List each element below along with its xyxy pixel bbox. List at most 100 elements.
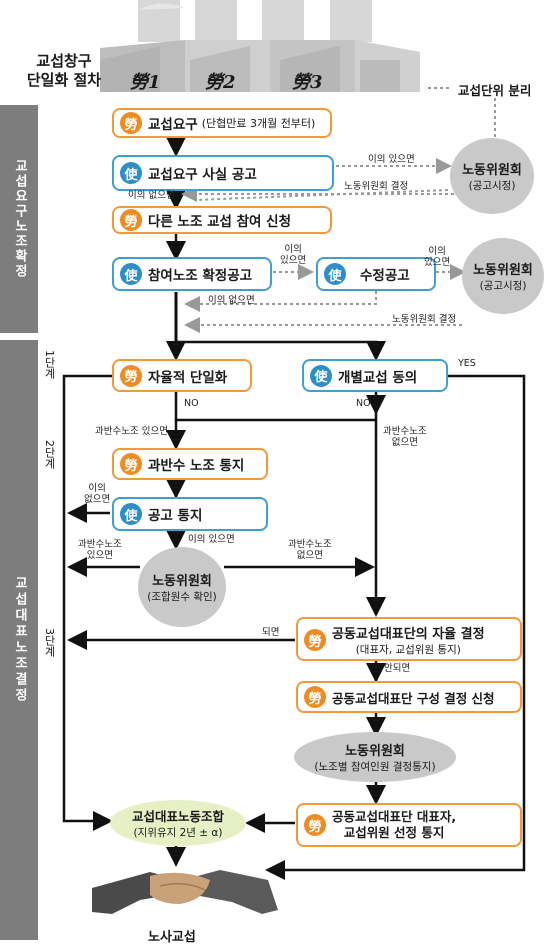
public-notice-label: 공고 통지 — [148, 508, 203, 524]
edge-label-no-2: NO — [356, 398, 371, 409]
node-other-union-apply: 勞 다른 노조 교섭 참여 신청 — [112, 206, 332, 234]
labor-committee-circle-4: 노동위원회 (노조별 참여인원 결정통지) — [294, 732, 456, 782]
labor-badge-icon: 勞 — [304, 629, 326, 651]
bargain-request-note: (단협만료 3개월 전부터) — [201, 117, 316, 130]
node-public-notice: 使 공고 통지 — [112, 497, 268, 531]
committee-4-title: 노동위원회 — [345, 744, 405, 759]
edge-label-done: 되면 — [262, 627, 280, 638]
edge-label-objection-no-1: 이의 없으면 — [128, 190, 175, 201]
node-voluntary-unification: 勞 자율적 단일화 — [112, 359, 252, 392]
edge-label-objection-yes-3: 이의 있으면 — [424, 246, 450, 268]
voluntary-unification-label: 자율적 단일화 — [148, 369, 228, 386]
union-label-2: 勞2 — [205, 72, 236, 93]
union-label-3: 勞3 — [292, 72, 323, 93]
majority-no-1-line2: 없으면 — [391, 437, 418, 448]
rep-union-label: 교섭대표노동조합 — [131, 809, 224, 824]
edge-label-not-done: 안되면 — [384, 663, 411, 674]
employer-badge-icon: 使 — [120, 162, 142, 184]
employer-badge-icon: 使 — [310, 364, 332, 387]
majority-yes-2-line2: 있으면 — [86, 550, 113, 561]
edge-label-objection-yes-4: 이의 있으면 — [188, 534, 235, 545]
committee-1-title: 노동위원회 — [462, 163, 522, 178]
joint-team-notify-line2: 교섭위원 선정 통지 — [343, 825, 445, 840]
edge-label-majority-no-2: 과반수노조 없으면 — [288, 539, 332, 561]
edge-label-committee-decision-2: 노동위원회 결정 — [392, 314, 457, 325]
edge-label-objection-no-3: 이의 없으면 — [84, 483, 110, 505]
node-participation-notice: 使 참여노조 확정공고 — [112, 257, 272, 291]
request-notice-label: 교섭요구 사실 공고 — [148, 167, 257, 183]
majority-yes-2-line1: 과반수노조 — [78, 539, 122, 550]
committee-4-sub: (노조별 참여인원 결정통지) — [314, 761, 436, 773]
majority-notice-label: 과반수 노조 통지 — [148, 458, 245, 474]
stage-3-text: 3단계 — [43, 628, 56, 657]
node-majority-notice: 勞 과반수 노조 통지 — [112, 448, 268, 480]
edge-label-majority-yes-2: 과반수노조 있으면 — [78, 539, 122, 561]
objection-no-3-line1: 이의 — [88, 483, 106, 494]
node-revision-notice: 使 수정공고 — [316, 257, 436, 291]
stage-label-3: 3단계 — [43, 628, 56, 660]
node-rep-union: 교섭대표노동조합 (지위유지 2년 ± α) — [110, 800, 246, 846]
edge-label-no-1: NO — [184, 398, 199, 409]
node-joint-team-notify: 勞 공동교섭대표단 대표자, 교섭위원 선정 통지 — [296, 803, 522, 847]
stage-label-1: 1단계 — [43, 350, 56, 382]
sidebar-section-2: 교섭대표노조결정 — [0, 340, 38, 940]
employer-badge-icon: 使 — [120, 503, 142, 525]
labor-committee-circle-2: 노동위원회 (공고시정) — [462, 238, 544, 314]
node-joint-team-apply: 勞 공동교섭대표단 구성 결정 신청 — [296, 681, 522, 713]
objection-yes-2-line1: 이의 — [284, 244, 302, 255]
sidebar-section-2-label: 교섭대표노조결정 — [12, 576, 27, 704]
handshake-illustration — [92, 870, 278, 914]
committee-2-sub: (공고시정) — [479, 280, 527, 292]
factory-illustration — [100, 0, 420, 92]
labor-badge-icon: 勞 — [120, 209, 142, 231]
committee-3-sub: (조합원수 확인) — [147, 591, 217, 603]
stage-1-text: 1단계 — [43, 350, 56, 379]
committee-1-sub: (공고시정) — [468, 180, 516, 192]
split-unit-label: 교섭단위 분리 — [458, 83, 532, 98]
edge-label-majority-no-1: 과반수노조 없으면 — [383, 426, 427, 448]
edge-label-objection-yes-2: 이의 있으면 — [280, 244, 306, 266]
majority-no-2-line2: 없으면 — [296, 550, 323, 561]
edge-label-objection-no-2: 이의 없으면 — [208, 295, 255, 306]
individual-bargaining-label: 개별교섭 동의 — [338, 369, 418, 386]
handshake-caption: 노사교섭 — [148, 930, 196, 945]
objection-yes-2-line2: 있으면 — [280, 255, 307, 266]
edge-label-majority-yes-1: 과반수노조 있으면 — [95, 426, 168, 437]
joint-team-decision-note: (대표자, 교섭위원 통지) — [355, 644, 461, 656]
participation-notice-label: 참여노조 확정공고 — [148, 268, 253, 284]
node-request-notice: 使 교섭요구 사실 공고 — [112, 155, 334, 191]
labor-badge-icon: 勞 — [304, 814, 326, 836]
rep-union-note: (지위유지 2년 ± α) — [133, 827, 223, 839]
node-bargain-request: 勞 교섭요구 (단협만료 3개월 전부터) — [112, 108, 332, 138]
employer-badge-icon: 使 — [324, 263, 346, 285]
diagram-title: 교섭창구 단일화 절차 — [18, 52, 110, 90]
sidebar-bg-1 — [0, 105, 38, 333]
joint-team-apply-label: 공동교섭대표단 구성 결정 신청 — [332, 690, 495, 706]
title-line-2: 단일화 절차 — [26, 71, 102, 89]
joint-team-decision-label: 공동교섭대표단의 자율 결정 — [332, 627, 485, 642]
revision-notice-label: 수정공고 — [360, 268, 410, 284]
sidebar-bg-2 — [0, 340, 38, 940]
committee-2-title: 노동위원회 — [473, 263, 533, 278]
labor-committee-circle-1: 노동위원회 (공고시정) — [450, 138, 534, 214]
joint-team-notify-line1: 공동교섭대표단 대표자, — [332, 809, 457, 824]
union-label-1: 勞1 — [130, 72, 161, 93]
title-line-1: 교섭창구 — [36, 52, 92, 70]
edge-label-yes: YES — [458, 358, 476, 369]
majority-no-2-line1: 과반수노조 — [288, 539, 332, 550]
node-joint-team-decision: 勞 공동교섭대표단의 자율 결정 (대표자, 교섭위원 통지) — [296, 617, 522, 661]
labor-badge-icon: 勞 — [120, 453, 142, 475]
objection-yes-3-line1: 이의 — [428, 246, 446, 257]
other-union-apply-label: 다른 노조 교섭 참여 신청 — [148, 214, 291, 230]
labor-committee-circle-3: 노동위원회 (조합원수 확인) — [138, 547, 226, 627]
majority-no-1-line1: 과반수노조 — [383, 426, 427, 437]
labor-badge-icon: 勞 — [304, 686, 326, 708]
sidebar-section-1-label: 교섭요구노조확정 — [12, 159, 27, 279]
edge-label-committee-decision-1: 노동위원회 결정 — [344, 181, 409, 192]
node-individual-bargaining: 使 개별교섭 동의 — [302, 359, 448, 392]
edge-label-objection-yes-1: 이의 있으면 — [368, 154, 415, 165]
stage-2-text: 2단계 — [43, 440, 56, 469]
labor-badge-icon: 勞 — [120, 364, 142, 387]
objection-no-3-line2: 없으면 — [84, 494, 111, 505]
